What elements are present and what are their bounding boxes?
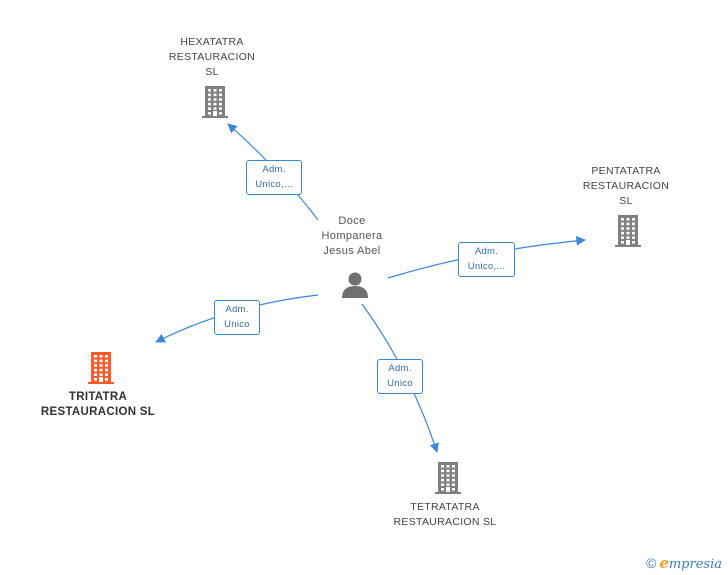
edge-label-line: Unico [224,319,250,330]
person-icon[interactable] [342,272,368,299]
company-label-line: PENTATATRA [591,165,661,177]
edge-label-tritatra[interactable]: Adm. Unico [214,300,260,335]
person-label-line: Jesus Abel [323,245,381,257]
edge-label-pentatatra[interactable]: Adm. Unico,... [458,242,515,277]
person-label-line: Hompanera [321,230,383,242]
company-label-line: TETRATATRA [410,501,480,513]
empresia-logo[interactable]: empresia [659,554,722,572]
company-label-pentatatra[interactable]: PENTATATRA RESTAURACION SL [546,164,706,209]
building-icon[interactable] [88,352,114,384]
edge-label-line: Adm. [262,164,286,175]
company-label-line: RESTAURACION SL [393,516,497,528]
company-label-line: SL [205,66,219,78]
edge-label-line: Adm. [474,246,499,257]
company-label-line: HEXATATRA [180,36,244,48]
edge-label-tetratatra[interactable]: Adm. Unico [377,359,423,394]
building-icon[interactable] [202,86,228,118]
building-icon[interactable] [615,215,641,247]
company-label-line: TRITATRA [68,391,128,403]
edge-label-line: Unico,... [467,261,506,272]
company-label-hexatatra[interactable]: HEXATATRA RESTAURACION SL [132,35,292,80]
edge-label-line: Unico [387,378,413,389]
company-label-line: RESTAURACION SL [40,406,156,418]
footer-brand[interactable]: © empresia [646,554,722,572]
building-icon[interactable] [435,462,461,494]
company-label-line: SL [619,195,633,207]
edge-label-hexatatra[interactable]: Adm. Unico,... [246,160,302,195]
person-label-line: Doce [338,215,366,227]
company-label-tritatra[interactable]: TRITATRA RESTAURACION SL [18,390,178,420]
edge-label-line: Adm. [388,363,412,374]
copyright-symbol: © [645,555,657,571]
edge-label-line: Unico,... [255,179,293,190]
company-label-tetratatra[interactable]: TETRATATRA RESTAURACION SL [365,500,525,530]
edge-label-line: Adm. [225,304,249,315]
company-label-line: RESTAURACION [168,51,256,63]
company-label-line: RESTAURACION [582,180,670,192]
